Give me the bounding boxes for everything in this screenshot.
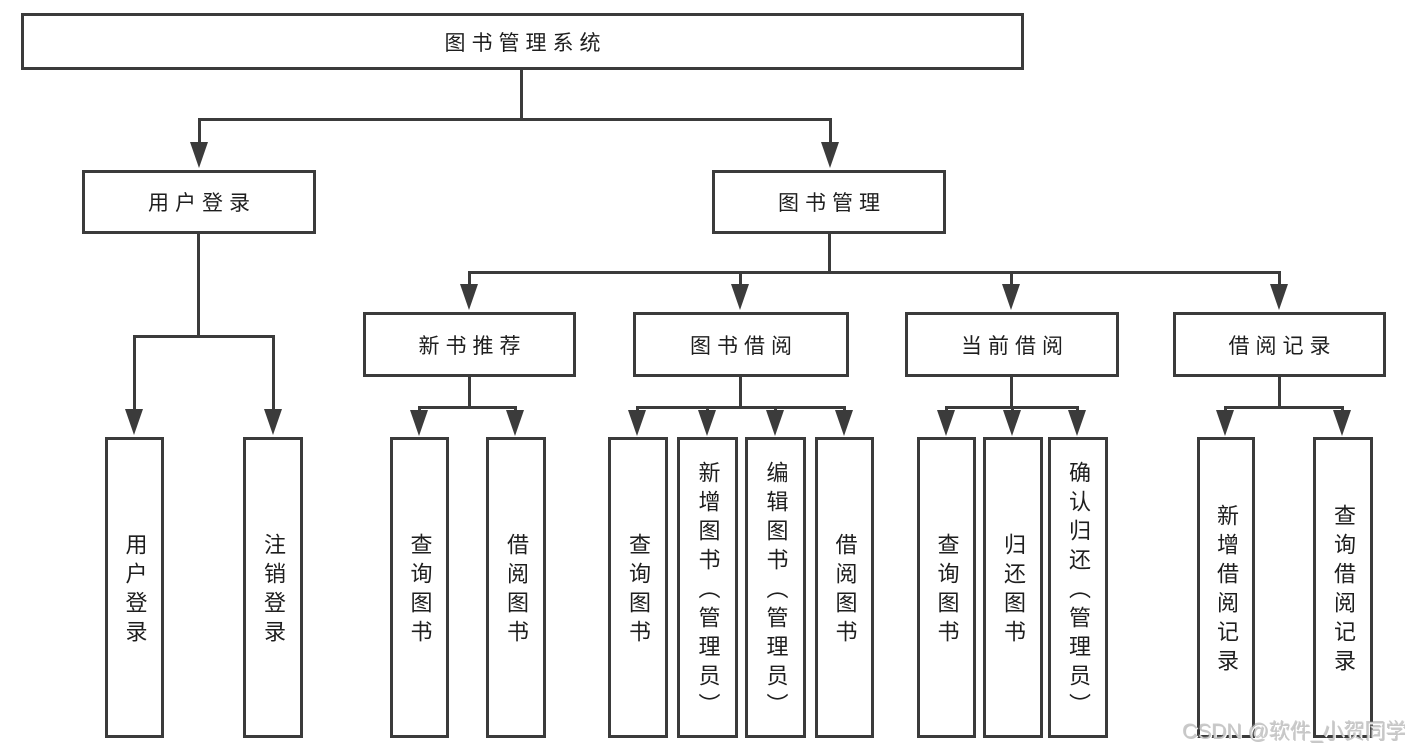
connector-root-stub [520, 67, 523, 120]
node-book-mgmt: 图书管理 [712, 170, 946, 234]
connector-new-book-rec-stub [468, 374, 471, 408]
arrowhead-user-login [190, 142, 208, 168]
connector-drop-user-login [198, 118, 201, 148]
connector-current-borrow-stub [1010, 374, 1013, 408]
arrowhead-bor-add [698, 410, 716, 436]
leaf-log-query-record: 查询借阅记录 [1313, 437, 1373, 738]
node-current-borrow: 当前借阅 [905, 312, 1119, 377]
connector-book-borrow-stub [739, 374, 742, 408]
connector-drop-logout-leaf [272, 335, 275, 415]
connector-drop-book-borrow [739, 271, 742, 289]
arrowhead-bor-edit [766, 410, 784, 436]
connector-book-mgmt-stub [828, 232, 831, 273]
arrowhead-rec-borrow [506, 410, 524, 436]
leaf-logout: 注销登录 [243, 437, 303, 738]
connector-drop-new-book-rec [468, 271, 471, 289]
leaf-rec-borrow-book: 借阅图书 [486, 437, 546, 738]
leaf-cur-return-book: 归还图书 [983, 437, 1043, 738]
connector-borrow-records-stub [1278, 374, 1281, 408]
leaf-cur-query-book: 查询图书 [917, 437, 976, 738]
leaf-log-add-record: 新增借阅记录 [1197, 437, 1255, 738]
connector-borrow-records-branch [1224, 406, 1344, 409]
leaf-bor-query-book: 查询图书 [608, 437, 668, 738]
arrowhead-bor-query [628, 410, 646, 436]
node-book-borrow: 图书借阅 [633, 312, 849, 377]
node-root: 图书管理系统 [21, 13, 1024, 70]
leaf-bor-borrow-book: 借阅图书 [815, 437, 874, 738]
arrowhead-new-book-rec [460, 284, 478, 310]
arrowhead-cur-confirm [1068, 410, 1086, 436]
connector-user-login-stub [197, 232, 200, 337]
leaf-user-login: 用户登录 [105, 437, 164, 738]
arrowhead-book-borrow [731, 284, 749, 310]
connector-book-borrow-branch [636, 406, 845, 409]
connector-root-branch [198, 118, 831, 121]
leaf-cur-confirm-return: 确认归还（管理员） [1048, 437, 1108, 738]
arrowhead-borrow-records [1270, 284, 1288, 310]
arrowhead-book-mgmt [821, 142, 839, 168]
connector-book-mgmt-branch [468, 271, 1281, 274]
leaf-bor-add-book: 新增图书（管理员） [677, 437, 738, 738]
leaf-rec-query-book: 查询图书 [390, 437, 449, 738]
connector-drop-borrow-records [1278, 271, 1281, 289]
node-user-login: 用户登录 [82, 170, 316, 234]
leaf-bor-edit-book: 编辑图书（管理员） [745, 437, 806, 738]
arrowhead-cur-query [937, 410, 955, 436]
connector-drop-login-leaf [133, 335, 136, 415]
arrowhead-current-borrow [1002, 284, 1020, 310]
node-borrow-records: 借阅记录 [1173, 312, 1386, 377]
arrowhead-rec-query [410, 410, 428, 436]
connector-new-book-rec-branch [418, 406, 517, 409]
connector-drop-current-borrow [1010, 271, 1013, 289]
connector-user-login-branch [133, 335, 275, 338]
arrowhead-log-add [1216, 410, 1234, 436]
arrowhead-cur-return [1003, 410, 1021, 436]
csdn-watermark: CSDN @软件_小贺同学 [1183, 721, 1405, 744]
node-new-book-rec: 新书推荐 [363, 312, 576, 377]
arrowhead-bor-borrow [835, 410, 853, 436]
arrowhead-login-leaf [125, 409, 143, 435]
arrowhead-log-query [1333, 410, 1351, 436]
arrowhead-logout-leaf [264, 409, 282, 435]
connector-drop-book-mgmt [829, 118, 832, 148]
